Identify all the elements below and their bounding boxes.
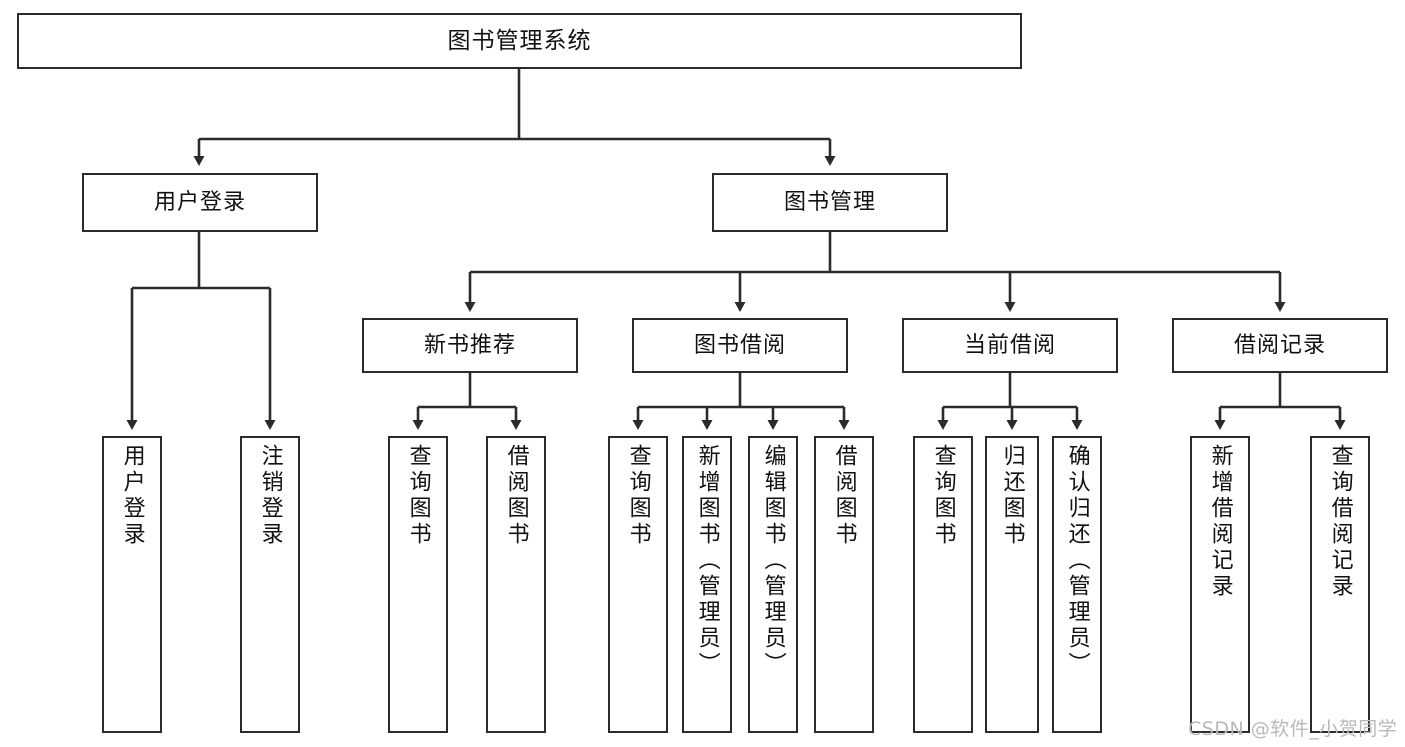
node-leaf-user-login[interactable]: 用户登录 bbox=[102, 436, 162, 733]
node-leaf-user-login-label: 用户登录 bbox=[119, 444, 145, 548]
node-root-label: 图书管理系统 bbox=[447, 27, 592, 54]
node-leaf-rec-query-book[interactable]: 查询图书 bbox=[388, 436, 448, 733]
node-borrow-record[interactable]: 借阅记录 bbox=[1172, 318, 1388, 373]
node-leaf-current-confirm-return-label: 确认归还（管理员） bbox=[1064, 444, 1090, 678]
csdn-watermark: CSDN @软件_小贺同学 bbox=[1188, 718, 1398, 740]
node-borrow-record-label: 借阅记录 bbox=[1233, 332, 1326, 358]
node-leaf-borrow-query-book[interactable]: 查询图书 bbox=[608, 436, 668, 733]
node-current-borrow[interactable]: 当前借阅 bbox=[902, 318, 1118, 373]
node-leaf-current-confirm-return[interactable]: 确认归还（管理员） bbox=[1052, 436, 1102, 733]
node-leaf-current-query-book-label: 查询图书 bbox=[930, 444, 956, 548]
node-new-book-recommend[interactable]: 新书推荐 bbox=[362, 318, 578, 373]
node-leaf-record-add-label: 新增借阅记录 bbox=[1207, 444, 1233, 600]
node-user-login[interactable]: 用户登录 bbox=[82, 173, 318, 232]
node-leaf-record-add[interactable]: 新增借阅记录 bbox=[1190, 436, 1250, 733]
node-leaf-borrow-borrow-book[interactable]: 借阅图书 bbox=[814, 436, 874, 733]
node-book-borrow[interactable]: 图书借阅 bbox=[632, 318, 848, 373]
node-leaf-current-query-book[interactable]: 查询图书 bbox=[913, 436, 973, 733]
node-book-borrow-label: 图书借阅 bbox=[693, 332, 786, 358]
node-book-manage-label: 图书管理 bbox=[783, 189, 876, 215]
node-leaf-record-query[interactable]: 查询借阅记录 bbox=[1310, 436, 1370, 733]
node-user-login-label: 用户登录 bbox=[153, 189, 246, 215]
node-root[interactable]: 图书管理系统 bbox=[17, 13, 1022, 69]
node-leaf-borrow-borrow-book-label: 借阅图书 bbox=[831, 444, 857, 548]
node-leaf-rec-borrow-book[interactable]: 借阅图书 bbox=[486, 436, 546, 733]
node-leaf-current-return-book-label: 归还图书 bbox=[999, 444, 1025, 548]
node-book-manage[interactable]: 图书管理 bbox=[712, 173, 948, 232]
node-leaf-record-query-label: 查询借阅记录 bbox=[1327, 444, 1353, 600]
node-leaf-rec-borrow-book-label: 借阅图书 bbox=[503, 444, 529, 548]
node-new-book-recommend-label: 新书推荐 bbox=[423, 332, 516, 358]
node-leaf-borrow-edit-book[interactable]: 编辑图书（管理员） bbox=[748, 436, 798, 733]
node-current-borrow-label: 当前借阅 bbox=[963, 332, 1056, 358]
node-leaf-borrow-edit-book-label: 编辑图书（管理员） bbox=[760, 444, 786, 678]
node-leaf-user-logout[interactable]: 注销登录 bbox=[240, 436, 300, 733]
node-leaf-borrow-query-book-label: 查询图书 bbox=[625, 444, 651, 548]
node-leaf-user-logout-label: 注销登录 bbox=[257, 444, 283, 548]
node-leaf-borrow-add-book[interactable]: 新增图书（管理员） bbox=[682, 436, 732, 733]
node-leaf-current-return-book[interactable]: 归还图书 bbox=[985, 436, 1039, 733]
node-leaf-borrow-add-book-label: 新增图书（管理员） bbox=[694, 444, 720, 678]
node-leaf-rec-query-book-label: 查询图书 bbox=[405, 444, 431, 548]
